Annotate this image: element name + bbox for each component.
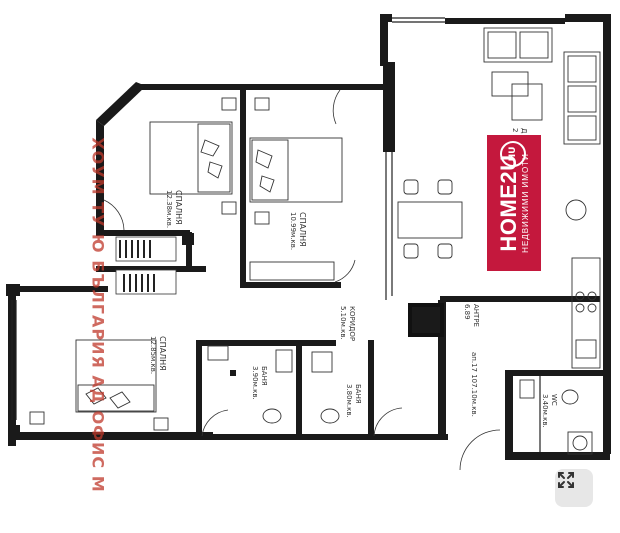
room-area-bedroom2: 10.99м.кв. xyxy=(289,212,297,250)
room-labels: СПАЛНЯ 12.38м.кв. СПАЛНЯ 10.99м.кв. СПАЛ… xyxy=(149,128,558,428)
bath-fixtures xyxy=(207,345,593,455)
bed-bedroom1 xyxy=(149,97,237,215)
room-name-bedroom1: СПАЛНЯ xyxy=(174,190,183,225)
windows xyxy=(11,17,541,452)
room-area-bedroom1: 12.38м.кв. xyxy=(165,190,173,228)
bed-bedroom2 xyxy=(249,97,343,281)
doors xyxy=(103,89,501,471)
room-area-bath1: 3.90м.кв. xyxy=(251,366,259,400)
room-name-bedroom2: СПАЛНЯ xyxy=(298,212,307,247)
room-area-wc: 3.40м.кв. xyxy=(541,394,549,428)
dining-table xyxy=(397,179,463,259)
room-name-hall: АНТРЕ xyxy=(472,304,480,327)
radiators xyxy=(115,236,177,295)
room-area-living: 2 xyxy=(511,128,519,132)
logo-brand: HOME2U xyxy=(496,154,521,252)
room-area-bedroom3: 12.85м.кв. xyxy=(149,336,157,374)
room-name-living: Д xyxy=(520,128,528,134)
kitchen xyxy=(565,199,601,369)
room-area-bath2: 3.80м.кв. xyxy=(345,384,353,418)
apartment-label: ап.17 107.10м.кв. xyxy=(470,352,478,417)
room-name-bath2: БАНЯ xyxy=(354,384,362,404)
room-name-bedroom3: СПАЛНЯ xyxy=(158,336,167,371)
expand-button[interactable] xyxy=(555,469,593,507)
bed-bedroom3 xyxy=(29,339,169,431)
room-area-corridor: 5.10м.кв. xyxy=(339,306,347,340)
logo-tagline: НЕДВИЖИМИ ИМОТИ xyxy=(521,153,530,253)
expand-icon xyxy=(558,472,574,488)
logo-text: HOME2U НЕДВИЖИМИ ИМОТИ xyxy=(496,153,531,253)
home2u-logo: HU HOME2U НЕДВИЖИМИ ИМОТИ xyxy=(487,135,541,271)
room-name-bath1: БАНЯ xyxy=(260,366,268,386)
room-name-corridor: КОРИДОР xyxy=(348,306,356,341)
walls xyxy=(6,14,611,460)
watermark-text: ХОУМ ТУ Ю БЪЛГАРИЯ АД ОФИС М xyxy=(88,137,108,493)
room-name-wc: WC xyxy=(550,394,558,406)
room-area-hall: 6.89 xyxy=(463,304,471,320)
sofa xyxy=(483,27,601,145)
